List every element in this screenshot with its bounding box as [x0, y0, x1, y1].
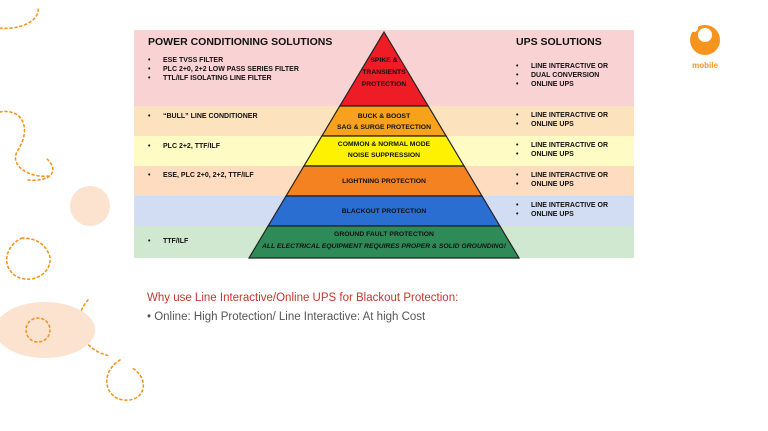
power-conditioning-list-4: ESE, PLC 2+0, 2+2, TTF/ILF	[148, 171, 254, 180]
power-conditioning-item: PLC 2+0, 2+2 LOW PASS SERIES FILTER	[148, 65, 299, 74]
tier-label-2: SAG & SURGE PROTECTION	[336, 124, 432, 131]
ups-solutions-list-2: LINE INTERACTIVE ORONLINE UPS	[516, 111, 608, 129]
tier-label-4: LIGHTNING PROTECTION	[342, 178, 426, 185]
ups-solution-item: ONLINE UPS	[516, 210, 608, 219]
grounding-note: ALL ELECTRICAL EQUIPMENT REQUIRES PROPER…	[261, 243, 507, 250]
ups-solutions-list-4: LINE INTERACTIVE ORONLINE UPS	[516, 171, 608, 189]
ups-solution-item: LINE INTERACTIVE OR	[516, 201, 608, 210]
power-conditioning-item: “BULL” LINE CONDITIONER	[148, 112, 258, 121]
power-conditioning-item: ESE TVSS FILTER	[148, 56, 299, 65]
u-mobile-logo-icon	[690, 24, 720, 55]
ups-solution-item: LINE INTERACTIVE OR	[516, 141, 608, 150]
power-conditioning-item: TTF/ILF	[148, 237, 188, 246]
power-conditioning-item: TTL/ILF ISOLATING LINE FILTER	[148, 74, 299, 83]
tier-label-6: GROUND FAULT PROTECTION	[334, 231, 434, 238]
power-conditioning-list-1: ESE TVSS FILTERPLC 2+0, 2+2 LOW PASS SER…	[148, 56, 299, 83]
pyramid-tier-6	[247, 225, 521, 259]
power-conditioning-list-6: TTF/ILF	[148, 237, 188, 246]
ups-solution-item: LINE INTERACTIVE OR	[516, 171, 608, 180]
u-mobile-logo: mobile	[684, 22, 726, 70]
tier-label-3: NOISE SUPPRESSION	[347, 152, 421, 159]
ups-solution-item: DUAL CONVERSION	[516, 71, 608, 80]
caption-heading: Why use Line Interactive/Online UPS for …	[147, 292, 459, 304]
caption-bullet: • Online: High Protection/ Line Interact…	[147, 311, 426, 323]
tier-label-3: COMMON & NORMAL MODE	[337, 141, 431, 148]
tier-label-2: BUCK & BOOST	[357, 113, 411, 120]
protection-pyramid-diagram: POWER CONDITIONING SOLUTIONS UPS SOLUTIO…	[134, 30, 634, 260]
ups-solution-item: LINE INTERACTIVE OR	[516, 62, 608, 71]
power-conditioning-list-2: “BULL” LINE CONDITIONER	[148, 112, 258, 121]
power-conditioning-item: PLC 2+2, TTF/ILF	[148, 142, 220, 151]
ups-solutions-header: UPS SOLUTIONS	[516, 36, 602, 48]
ups-solution-item: ONLINE UPS	[516, 180, 608, 189]
logo-text: mobile	[692, 61, 718, 70]
tier-label-5: BLACKOUT PROTECTION	[341, 208, 427, 215]
tier-label-1: TRANSIENTS	[362, 69, 406, 76]
ups-solutions-list-3: LINE INTERACTIVE ORONLINE UPS	[516, 141, 608, 159]
power-conditioning-item: ESE, PLC 2+0, 2+2, TTF/ILF	[148, 171, 254, 180]
ups-solution-item: ONLINE UPS	[516, 150, 608, 159]
ups-solution-item: ONLINE UPS	[516, 80, 608, 89]
ups-solution-item: LINE INTERACTIVE OR	[516, 111, 608, 120]
power-conditioning-header: POWER CONDITIONING SOLUTIONS	[148, 36, 333, 48]
ups-solution-item: ONLINE UPS	[516, 120, 608, 129]
ups-solutions-list-1: LINE INTERACTIVE ORDUAL CONVERSIONONLINE…	[516, 62, 608, 89]
tier-label-1: PROTECTION	[361, 81, 407, 88]
tier-label-1: SPIKE &	[370, 57, 398, 64]
power-conditioning-list-3: PLC 2+2, TTF/ILF	[148, 142, 220, 151]
ups-solutions-list-5: LINE INTERACTIVE ORONLINE UPS	[516, 201, 608, 219]
